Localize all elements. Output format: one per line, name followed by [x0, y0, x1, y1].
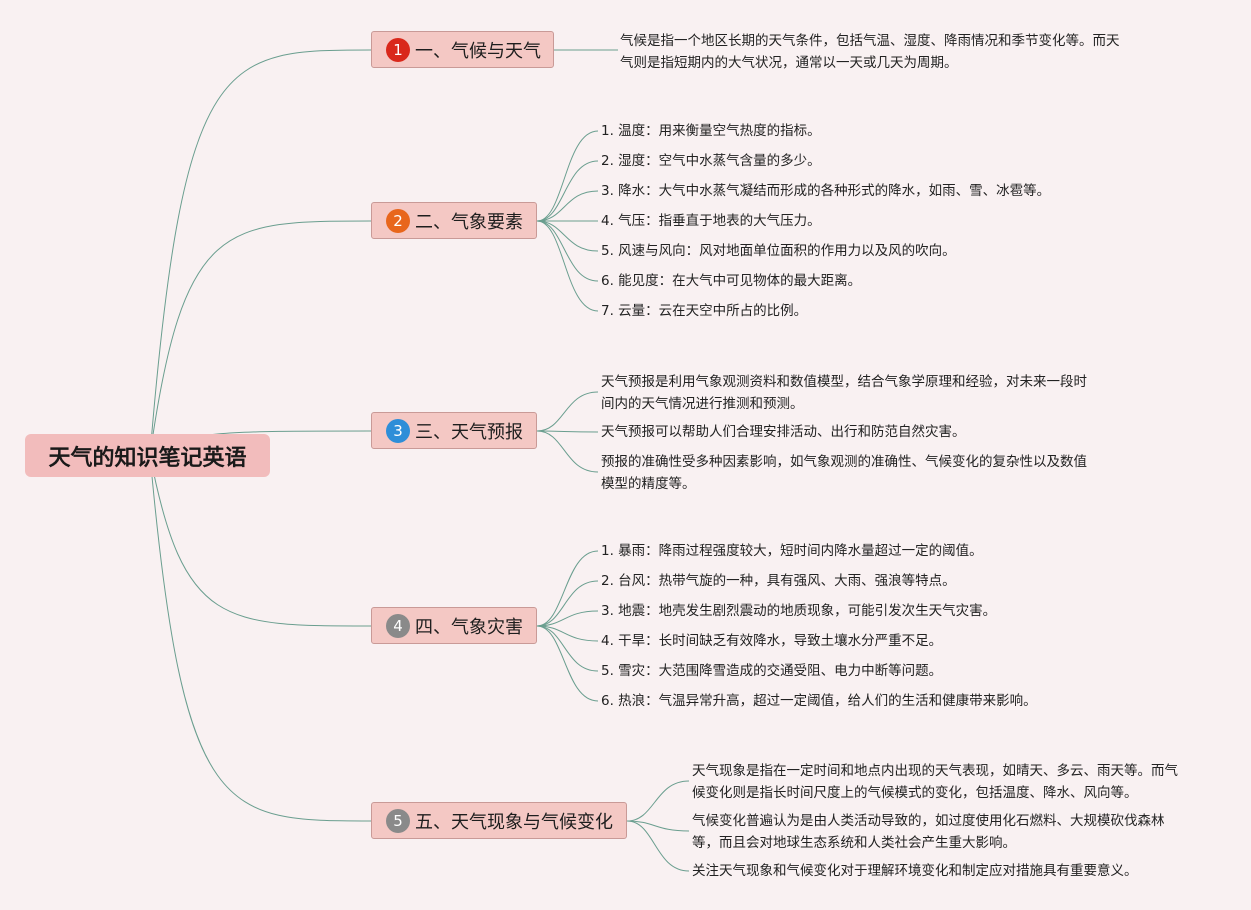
- leaf-note: 5. 风速与风向：风对地面单位面积的作用力以及风的吹向。: [601, 243, 956, 259]
- branch-leaf-connector: [536, 610, 599, 627]
- number-badge: 1: [386, 37, 410, 62]
- branch-leaf-connector: [626, 780, 690, 822]
- branch-meteorological-elements[interactable]: 2 二、气象要素: [371, 202, 537, 239]
- branch-leaf-connector: [536, 625, 599, 642]
- leaf-note: 天气现象是指在一定时间和地点内出现的天气表现，如晴天、多云、雨天等。而气候变化则…: [692, 763, 1178, 801]
- branch-leaf-connector: [626, 820, 690, 872]
- branch-leaf-connector: [536, 625, 599, 702]
- branch-leaf-connector: [536, 190, 599, 222]
- branch-leaf-connector: [536, 220, 599, 252]
- root-branch-connector: [149, 49, 372, 456]
- number-badge: 2: [386, 208, 410, 233]
- branch-label: 四、气象灾害: [415, 616, 523, 638]
- number-badge: 5: [386, 808, 410, 833]
- leaf-note: 4. 气压：指垂直于地表的大气压力。: [601, 213, 821, 229]
- branch-label: 五、天气现象与气候变化: [415, 811, 613, 833]
- leaf-note: 5. 雪灾：大范围降雪造成的交通受阻、电力中断等问题。: [601, 663, 943, 679]
- leaf-note: 6. 热浪：气温异常升高，超过一定阈值，给人们的生活和健康带来影响。: [601, 693, 1037, 709]
- branch-leaf-connector: [536, 160, 599, 222]
- leaf-note: 1. 暴雨：降雨过程强度较大，短时间内降水量超过一定的阈值。: [601, 543, 983, 559]
- branch-leaf-connector: [536, 580, 599, 627]
- leaf-note: 天气预报是利用气象观测资料和数值模型，结合气象学原理和经验，对未来一段时间内的天…: [601, 374, 1087, 412]
- leaf-note: 2. 湿度：空气中水蒸气含量的多少。: [601, 153, 821, 169]
- branch-leaf-connector: [626, 820, 690, 832]
- branch-leaf-connector: [536, 220, 599, 312]
- root-topic[interactable]: 天气的知识笔记英语: [25, 434, 270, 477]
- branch-leaf-connector: [536, 220, 599, 282]
- leaf-note: 气候是指一个地区长期的天气条件，包括气温、湿度、降雨情况和季节变化等。而天气则是…: [620, 33, 1120, 71]
- branch-label: 二、气象要素: [415, 211, 523, 233]
- leaf-note: 4. 干旱：长时间缺乏有效降水，导致土壤水分严重不足。: [601, 633, 943, 649]
- branch-leaf-connector: [536, 430, 599, 473]
- branch-leaf-connector: [536, 391, 599, 432]
- number-badge: 3: [386, 418, 410, 443]
- branch-leaf-connector: [536, 550, 599, 627]
- leaf-note: 3. 降水：大气中水蒸气凝结而形成的各种形式的降水，如雨、雪、冰雹等。: [601, 183, 1051, 199]
- leaf-note: 1. 温度：用来衡量空气热度的指标。: [601, 123, 821, 139]
- branch-weather-phenomena-and-climate-change[interactable]: 5 五、天气现象与气候变化: [371, 802, 627, 839]
- branch-leaf-connector: [536, 430, 599, 433]
- root-title: 天气的知识笔记英语: [48, 445, 247, 471]
- leaf-note: 天气预报可以帮助人们合理安排活动、出行和防范自然灾害。: [601, 424, 966, 440]
- branch-meteorological-disasters[interactable]: 4 四、气象灾害: [371, 607, 537, 644]
- branch-label: 一、气候与天气: [415, 40, 541, 62]
- leaf-note: 预报的准确性受多种因素影响，如气象观测的准确性、气候变化的复杂性以及数值模型的精…: [601, 454, 1087, 492]
- root-branch-connector: [149, 220, 372, 456]
- root-branch-connector: [149, 454, 372, 627]
- branch-leaf-connector: [536, 130, 599, 222]
- leaf-note: 6. 能见度：在大气中可见物体的最大距离。: [601, 273, 862, 289]
- root-branch-connector: [149, 454, 372, 822]
- leaf-note: 7. 云量：云在天空中所占的比例。: [601, 303, 808, 319]
- leaf-note: 3. 地震：地壳发生剧烈震动的地质现象，可能引发次生天气灾害。: [601, 603, 997, 619]
- leaf-note: 2. 台风：热带气旋的一种，具有强风、大雨、强浪等特点。: [601, 573, 956, 589]
- branch-weather-forecast[interactable]: 3 三、天气预报: [371, 412, 537, 449]
- leaf-note: 气候变化普遍认为是由人类活动导致的，如过度使用化石燃料、大规模砍伐森林等，而且会…: [692, 813, 1165, 851]
- number-badge: 4: [386, 613, 410, 638]
- branch-leaf-connector: [536, 625, 599, 672]
- branch-label: 三、天气预报: [415, 421, 523, 443]
- branch-climate-and-weather[interactable]: 1 一、气候与天气: [371, 31, 554, 68]
- leaf-note: 关注天气现象和气候变化对于理解环境变化和制定应对措施具有重要意义。: [692, 863, 1138, 879]
